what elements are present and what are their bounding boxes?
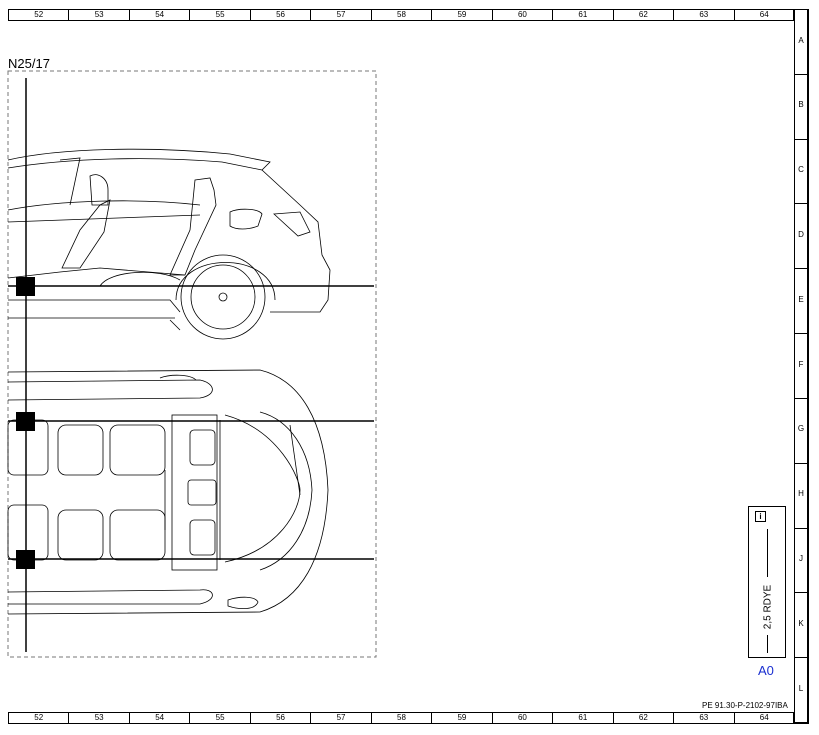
wire-stroke-top (767, 529, 768, 577)
column-label-60: 60 (493, 10, 554, 20)
car-side-view (7, 148, 331, 340)
info-icon[interactable]: i (755, 511, 766, 522)
column-label-62: 62 (614, 713, 675, 723)
row-label-text: F (798, 359, 804, 369)
reference-link[interactable]: A0 (758, 663, 774, 678)
column-label-59: 59 (432, 10, 493, 20)
row-label-J: J (795, 529, 807, 594)
wire-lines (8, 78, 374, 652)
column-label-57: 57 (311, 10, 372, 20)
frame-border (808, 9, 809, 724)
wire-stroke-bottom (767, 635, 768, 653)
row-label-K: K (795, 593, 807, 659)
column-label-63: 63 (674, 713, 735, 723)
row-label-C: C (795, 140, 807, 205)
row-label-E: E (795, 269, 807, 335)
row-label-text: K (798, 618, 804, 628)
row-label-L: L (795, 658, 807, 723)
car-top-view (7, 369, 329, 615)
row-label-G: G (795, 399, 807, 464)
row-label-text: C (798, 165, 804, 175)
column-label-61: 61 (553, 713, 614, 723)
column-label-55: 55 (190, 713, 251, 723)
column-label-58: 58 (372, 713, 433, 723)
document-id: PE 91.30-P-2102-97IBA (702, 701, 788, 710)
row-label-D: D (795, 204, 807, 270)
column-label-62: 62 (614, 10, 675, 20)
column-label-53: 53 (69, 10, 130, 20)
row-label-text: H (798, 489, 804, 499)
row-label-text: J (799, 554, 803, 564)
component-boundary (7, 70, 377, 658)
column-label-56: 56 (251, 713, 312, 723)
connection-point-1 (16, 277, 35, 296)
wire-spec-label: 2,5 RDYE (762, 584, 774, 630)
column-label-52: 52 (9, 713, 70, 723)
column-label-53: 53 (69, 713, 130, 723)
wire-info-box[interactable]: i 2,5 RDYE (748, 506, 786, 658)
connection-points (16, 277, 35, 569)
row-label-H: H (795, 464, 807, 529)
row-label-text: B (798, 100, 804, 110)
column-label-54: 54 (130, 10, 191, 20)
column-label-52: 52 (9, 10, 70, 20)
column-label-54: 54 (130, 713, 191, 723)
column-label-59: 59 (432, 713, 493, 723)
column-label-56: 56 (251, 10, 312, 20)
connection-point-2 (16, 412, 35, 431)
row-label-F: F (795, 334, 807, 399)
row-label-B: B (795, 75, 807, 140)
row-label-text: L (798, 683, 804, 693)
column-label-58: 58 (372, 10, 433, 20)
connection-point-3 (16, 550, 35, 569)
row-label-text: E (798, 294, 804, 304)
row-label-text: D (798, 229, 804, 239)
row-ruler: A B C D E F G H J K L (794, 9, 808, 724)
column-label-60: 60 (493, 713, 554, 723)
column-label-61: 61 (553, 10, 614, 20)
connector-label: N25/17 (8, 56, 50, 71)
row-label-text: G (797, 424, 805, 434)
column-label-57: 57 (311, 713, 372, 723)
column-label-55: 55 (190, 10, 251, 20)
row-label-A: A (795, 10, 807, 75)
row-label-text: A (798, 35, 804, 45)
column-label-63: 63 (674, 10, 735, 20)
